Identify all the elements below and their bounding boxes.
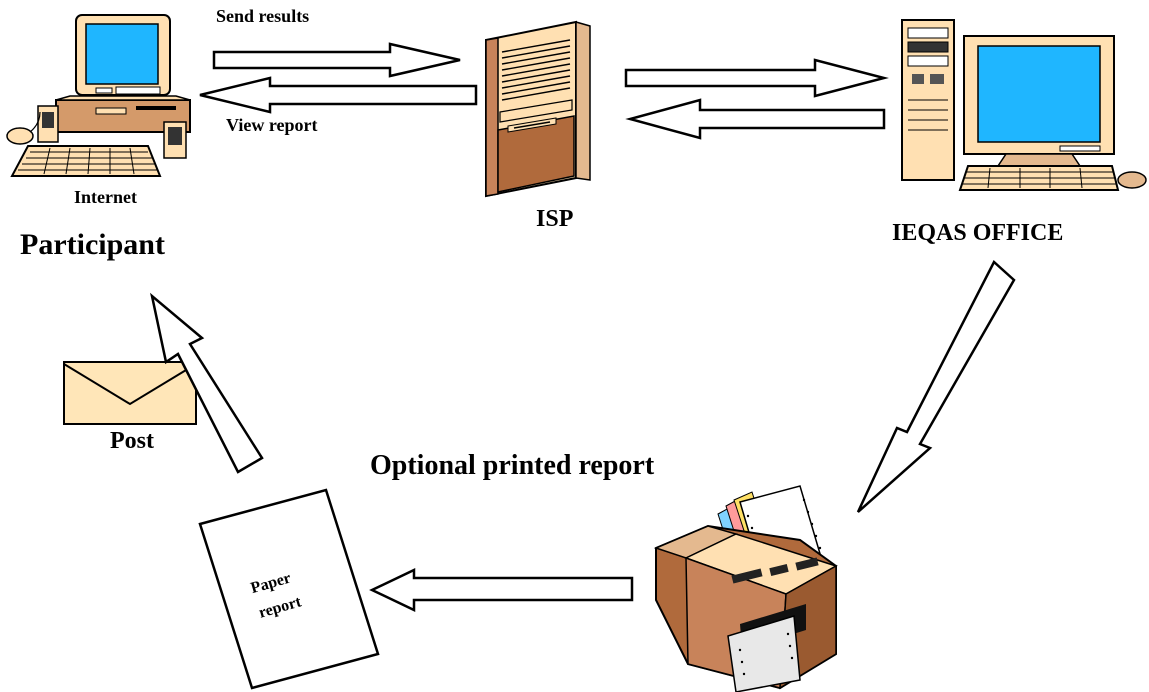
send-results-label: Send results xyxy=(216,6,309,26)
view-report-label: View report xyxy=(226,115,317,135)
ieqas-office-label: IEQAS OFFICE xyxy=(892,220,1063,246)
post-label: Post xyxy=(110,428,154,454)
optional-printed-report-label: Optional printed report xyxy=(370,450,655,481)
printer-to-paper-arrow xyxy=(369,568,634,612)
participant-label: Participant xyxy=(20,228,165,261)
isp-label: ISP xyxy=(536,206,573,232)
isp-server-icon xyxy=(485,20,591,198)
office-to-printer-arrow xyxy=(856,259,1016,513)
office-computer-icon xyxy=(901,19,1147,191)
isp-to-office-arrow xyxy=(624,58,889,98)
view-report-arrow xyxy=(199,76,478,114)
paper-report-icon xyxy=(198,488,380,690)
envelope-icon xyxy=(63,361,197,425)
internet-label: Internet xyxy=(74,187,137,207)
send-results-arrow xyxy=(212,42,461,78)
printer-icon xyxy=(653,485,838,692)
post-to-participant-arrow xyxy=(150,292,264,474)
participant-computer-icon xyxy=(6,14,191,177)
office-to-isp-arrow xyxy=(625,98,886,140)
